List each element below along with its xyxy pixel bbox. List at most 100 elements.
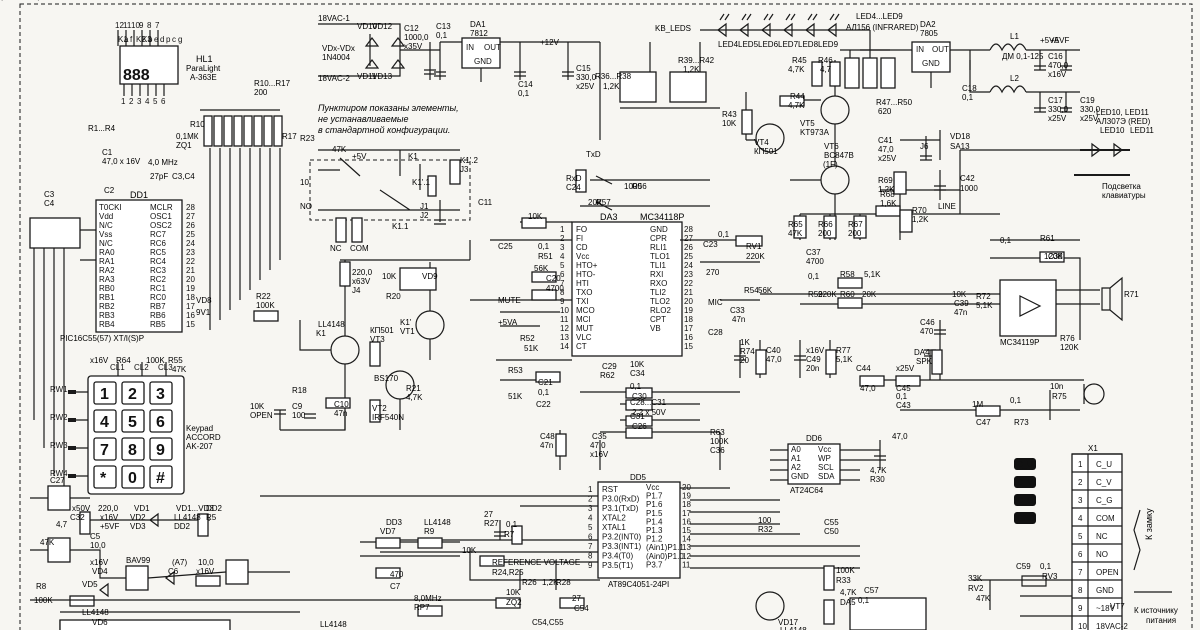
- da3-left-pin: MCI: [576, 315, 591, 324]
- resistor-body: [253, 115, 263, 147]
- component-label: 10n: [1050, 382, 1064, 391]
- connector-pin-number: 3: [1078, 496, 1083, 505]
- da3-pin-number: 6: [560, 270, 565, 279]
- hl1-pin-number: 5: [153, 97, 158, 106]
- component-label: VD2: [130, 513, 146, 522]
- hl1-pin-number: 2: [129, 97, 134, 106]
- component-label: C18: [962, 84, 977, 93]
- da3-pin-number: 4: [560, 252, 565, 261]
- component-label: 47K: [40, 538, 55, 547]
- component-label: C50: [824, 527, 839, 536]
- component-label: x16V: [90, 356, 109, 365]
- hl1-pin-legend: e: [154, 35, 159, 44]
- component-label: 0,1: [538, 242, 550, 251]
- component-label: +12V: [540, 38, 559, 47]
- keypad-key: [93, 409, 117, 433]
- component-label: 47,0: [590, 441, 606, 450]
- chip-dd6: [770, 440, 886, 485]
- component-label: АЛ156 (INFRARED): [846, 23, 919, 32]
- component-label: 100: [758, 516, 772, 525]
- component-label: C55: [824, 518, 839, 527]
- component-label: C42: [960, 174, 975, 183]
- da3-right-pin: CPT: [650, 315, 666, 324]
- da4-part: MC34119P: [1000, 338, 1040, 347]
- component-label: C37: [806, 248, 821, 257]
- component-label: VD17: [778, 618, 799, 627]
- dd1-left-pin: RB1: [99, 293, 115, 302]
- component-label: 47,0: [766, 355, 782, 364]
- connector-tag: [1014, 494, 1036, 506]
- dd6-right-pin: SDA: [818, 472, 835, 481]
- component-label: C35: [592, 432, 607, 441]
- component-label: BAV99: [126, 556, 151, 565]
- component-label: 47,0: [892, 432, 908, 441]
- component-label: R74: [740, 347, 755, 356]
- dd1-left-pin: RB2: [99, 302, 115, 311]
- component-label: 47n: [954, 308, 968, 317]
- component-label: 330,0: [1048, 105, 1069, 114]
- dd1-pin-number: 15: [186, 320, 195, 329]
- component-label: 10K: [952, 290, 967, 299]
- dd1-right-pin: OSC2: [150, 221, 172, 230]
- dd1-part: PIC16C55(57) XT/I(S)P: [60, 334, 145, 343]
- x1-ref: X1: [1088, 444, 1098, 453]
- component-label: 220K: [746, 252, 765, 261]
- component-label: R60: [840, 290, 855, 299]
- da3-right-pin: GND: [650, 225, 668, 234]
- component-label: 47,0 x 16V: [102, 157, 141, 166]
- component-label: J4: [352, 286, 361, 295]
- component-label: (5V1/0.5W): [0, 0, 40, 1]
- component-label: R17: [282, 132, 297, 141]
- keypad-key: [149, 381, 173, 405]
- component-label: 0,1: [1000, 236, 1012, 245]
- component-label: C48: [540, 432, 555, 441]
- component-label: DA5: [840, 598, 856, 607]
- component-label: R57: [596, 198, 611, 207]
- component-label: R8: [36, 582, 47, 591]
- component-label: C32: [70, 513, 85, 522]
- component-label: 100K: [34, 596, 53, 605]
- da3-pin-number: 14: [560, 342, 569, 351]
- led-symbol: [783, 13, 796, 38]
- da3-pin-number: 9: [560, 297, 565, 306]
- connector-pin-number: 2: [1078, 478, 1083, 487]
- component-label: 470: [390, 570, 404, 579]
- component-label: J1: [420, 202, 429, 211]
- component-label: 100: [292, 411, 306, 420]
- dd1-pin-number: 19: [186, 284, 195, 293]
- component-label: R52: [520, 334, 535, 343]
- da3-right-pin: CPR: [650, 234, 667, 243]
- connector-pin-name: COM: [1096, 514, 1115, 523]
- component-label: LED4...LED9: [856, 12, 903, 21]
- connector-pin-number: 9: [1078, 604, 1083, 613]
- component-label: C25: [498, 242, 513, 251]
- da3-pin-number: 26: [684, 243, 693, 252]
- hl1-pin-number: 8: [147, 21, 152, 30]
- dd6-ref: DD6: [806, 434, 823, 443]
- component-label: R64: [116, 356, 131, 365]
- dd1-ref: DD1: [130, 190, 149, 200]
- component-label: LED10: [1100, 126, 1125, 135]
- keypad-key-label: 4: [100, 414, 109, 431]
- component-label: R67: [848, 220, 863, 229]
- component-label: VD12: [372, 22, 393, 31]
- da2-pin: IN: [916, 45, 924, 54]
- component-label: R44: [790, 92, 805, 101]
- component-label: 5,1K: [976, 301, 993, 310]
- chip-dd5: RSTP3.0(RxD)P3.1(TxD)XTAL2XTAL1P3.2(INT0…: [260, 481, 860, 579]
- da3-left-pin: HTO+: [576, 261, 598, 270]
- component-label: C2: [104, 186, 115, 195]
- dd6-left-pin: A0: [791, 445, 801, 454]
- hl1-pin-legend: g: [178, 35, 182, 44]
- component-label: SPK: [916, 357, 933, 366]
- component-label: C40: [766, 346, 781, 355]
- component-label: C17: [1048, 96, 1063, 105]
- component-label: C34: [630, 369, 645, 378]
- component-label: 0,1: [1010, 396, 1022, 405]
- component-label: R47...R50: [876, 98, 913, 107]
- da3-left-pin: CD: [576, 243, 588, 252]
- component-label: NO: [300, 202, 312, 211]
- hl1-ref: HL1: [196, 54, 213, 64]
- component-label: VD7: [380, 527, 396, 536]
